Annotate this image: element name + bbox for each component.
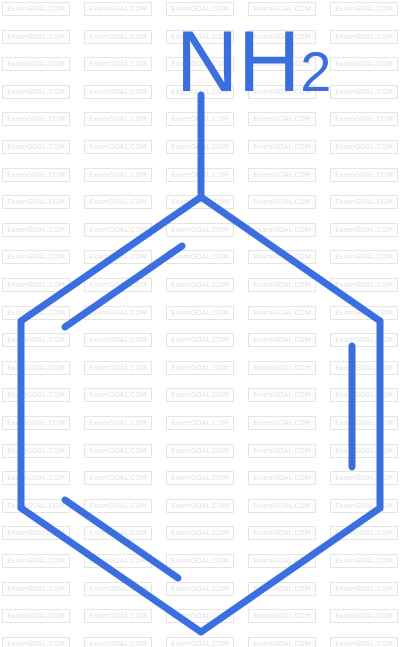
double-bond-inner-lower-left xyxy=(61,496,182,582)
ring-bond-bottom-left xyxy=(17,504,205,636)
amino-group-main: NH xyxy=(176,14,300,110)
amino-group-label: NH2 xyxy=(176,14,331,110)
ring-bond-bottom-right xyxy=(197,504,384,636)
amino-group-subscript: 2 xyxy=(300,40,331,103)
ring-bond-top-right xyxy=(197,193,384,325)
double-bond-inner-upper-left xyxy=(61,242,186,331)
ring-bond-top-left xyxy=(17,193,205,325)
